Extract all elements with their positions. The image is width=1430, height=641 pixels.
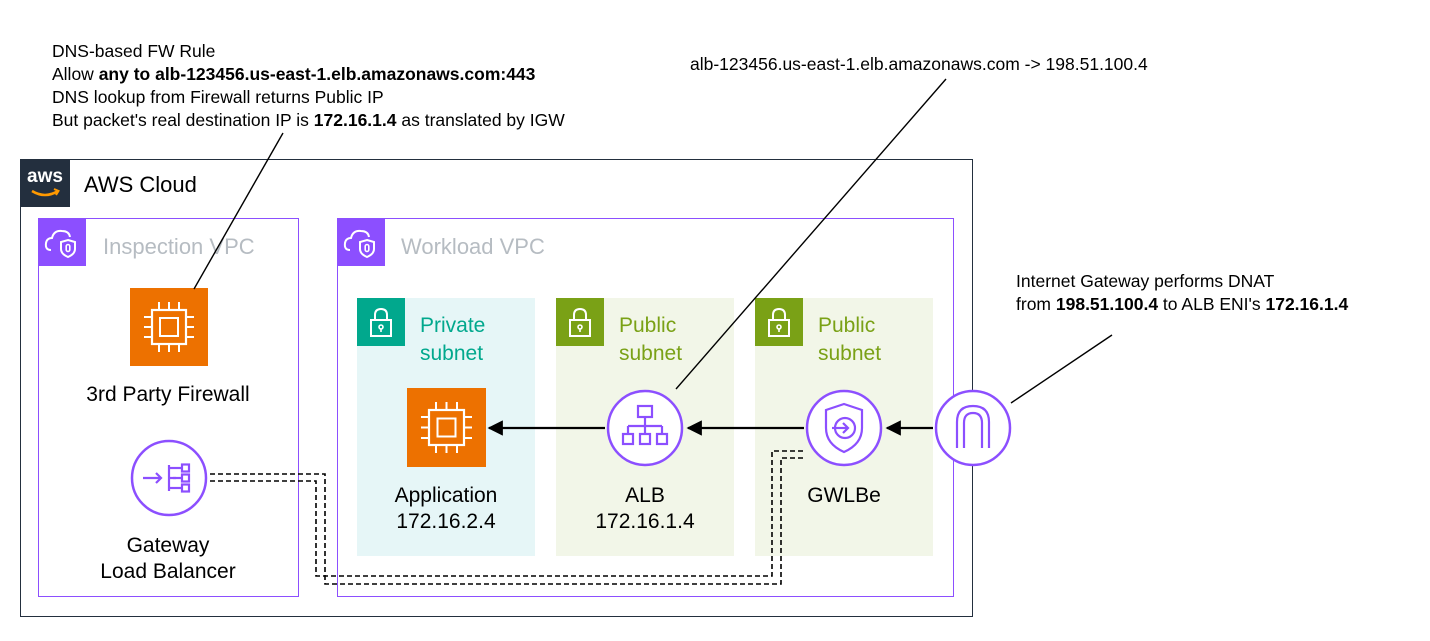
firewall-label: 3rd Party Firewall (86, 383, 250, 406)
private-subnet-label: Private subnet (420, 314, 486, 365)
dns-rule-annotation: DNS-based FW Rule Allow any to alb-12345… (52, 40, 565, 132)
vpc-cloud-icon (38, 218, 86, 266)
application-label: Application 172.16.2.4 (394, 484, 498, 533)
lock-icon (569, 307, 591, 337)
alb-label: ALB 172.16.1.4 (595, 484, 695, 533)
vpc-cloud-icon (337, 218, 385, 266)
dns-rule-real-dest: But packet's real destination IP is 172.… (52, 110, 565, 130)
igw-dnat-title: Internet Gateway performs DNAT (1016, 271, 1275, 291)
aws-logo-text: aws (27, 166, 63, 187)
gwlbe-icon (805, 389, 883, 467)
dns-rule-title: DNS-based FW Rule (52, 41, 216, 61)
public-subnet-alb-label: Public subnet (619, 314, 683, 365)
chip-icon (144, 302, 194, 352)
dns-rule-lookup: DNS lookup from Firewall returns Public … (52, 87, 384, 107)
application-ec2-icon (407, 388, 486, 467)
inspection-vpc-group (38, 218, 299, 597)
lock-icon (768, 307, 790, 337)
workload-vpc-label: Workload VPC (401, 234, 545, 259)
aws-smile-icon (31, 188, 60, 197)
aws-cloud-group (20, 159, 973, 617)
dns-resolution-annotation: alb-123456.us-east-1.elb.amazonaws.com -… (690, 54, 1148, 74)
vpc-shield-cloud-icon (343, 229, 375, 259)
vpc-shield-cloud-icon (44, 229, 76, 259)
gwlb-label: Gateway Load Balancer (100, 534, 236, 583)
inspection-vpc-label: Inspection VPC (103, 234, 255, 259)
gwlbe-label: GWLBe (807, 484, 881, 507)
public-subnet-gwlbe-label: Public subnet (818, 314, 882, 365)
public-subnet-lock-icon (556, 298, 604, 346)
alb-icon (606, 389, 684, 467)
aws-cloud-label: AWS Cloud (84, 172, 197, 197)
igw-dnat-detail: from 198.51.100.4 to ALB ENI's 172.16.1.… (1016, 294, 1349, 314)
lock-icon (370, 307, 392, 337)
firewall-ec2-icon (130, 288, 208, 366)
igw-dnat-leader-line (1010, 334, 1113, 404)
chip-icon (421, 402, 472, 453)
private-subnet-lock-icon (357, 298, 405, 346)
gwlb-icon (130, 439, 208, 517)
dns-rule-allow: Allow any to alb-123456.us-east-1.elb.am… (52, 64, 536, 84)
igw-dnat-annotation: Internet Gateway performs DNAT from 198.… (1016, 270, 1348, 316)
public-subnet-lock-icon (755, 298, 803, 346)
aws-logo-icon: aws (20, 159, 70, 207)
internet-gateway-icon (934, 389, 1012, 467)
